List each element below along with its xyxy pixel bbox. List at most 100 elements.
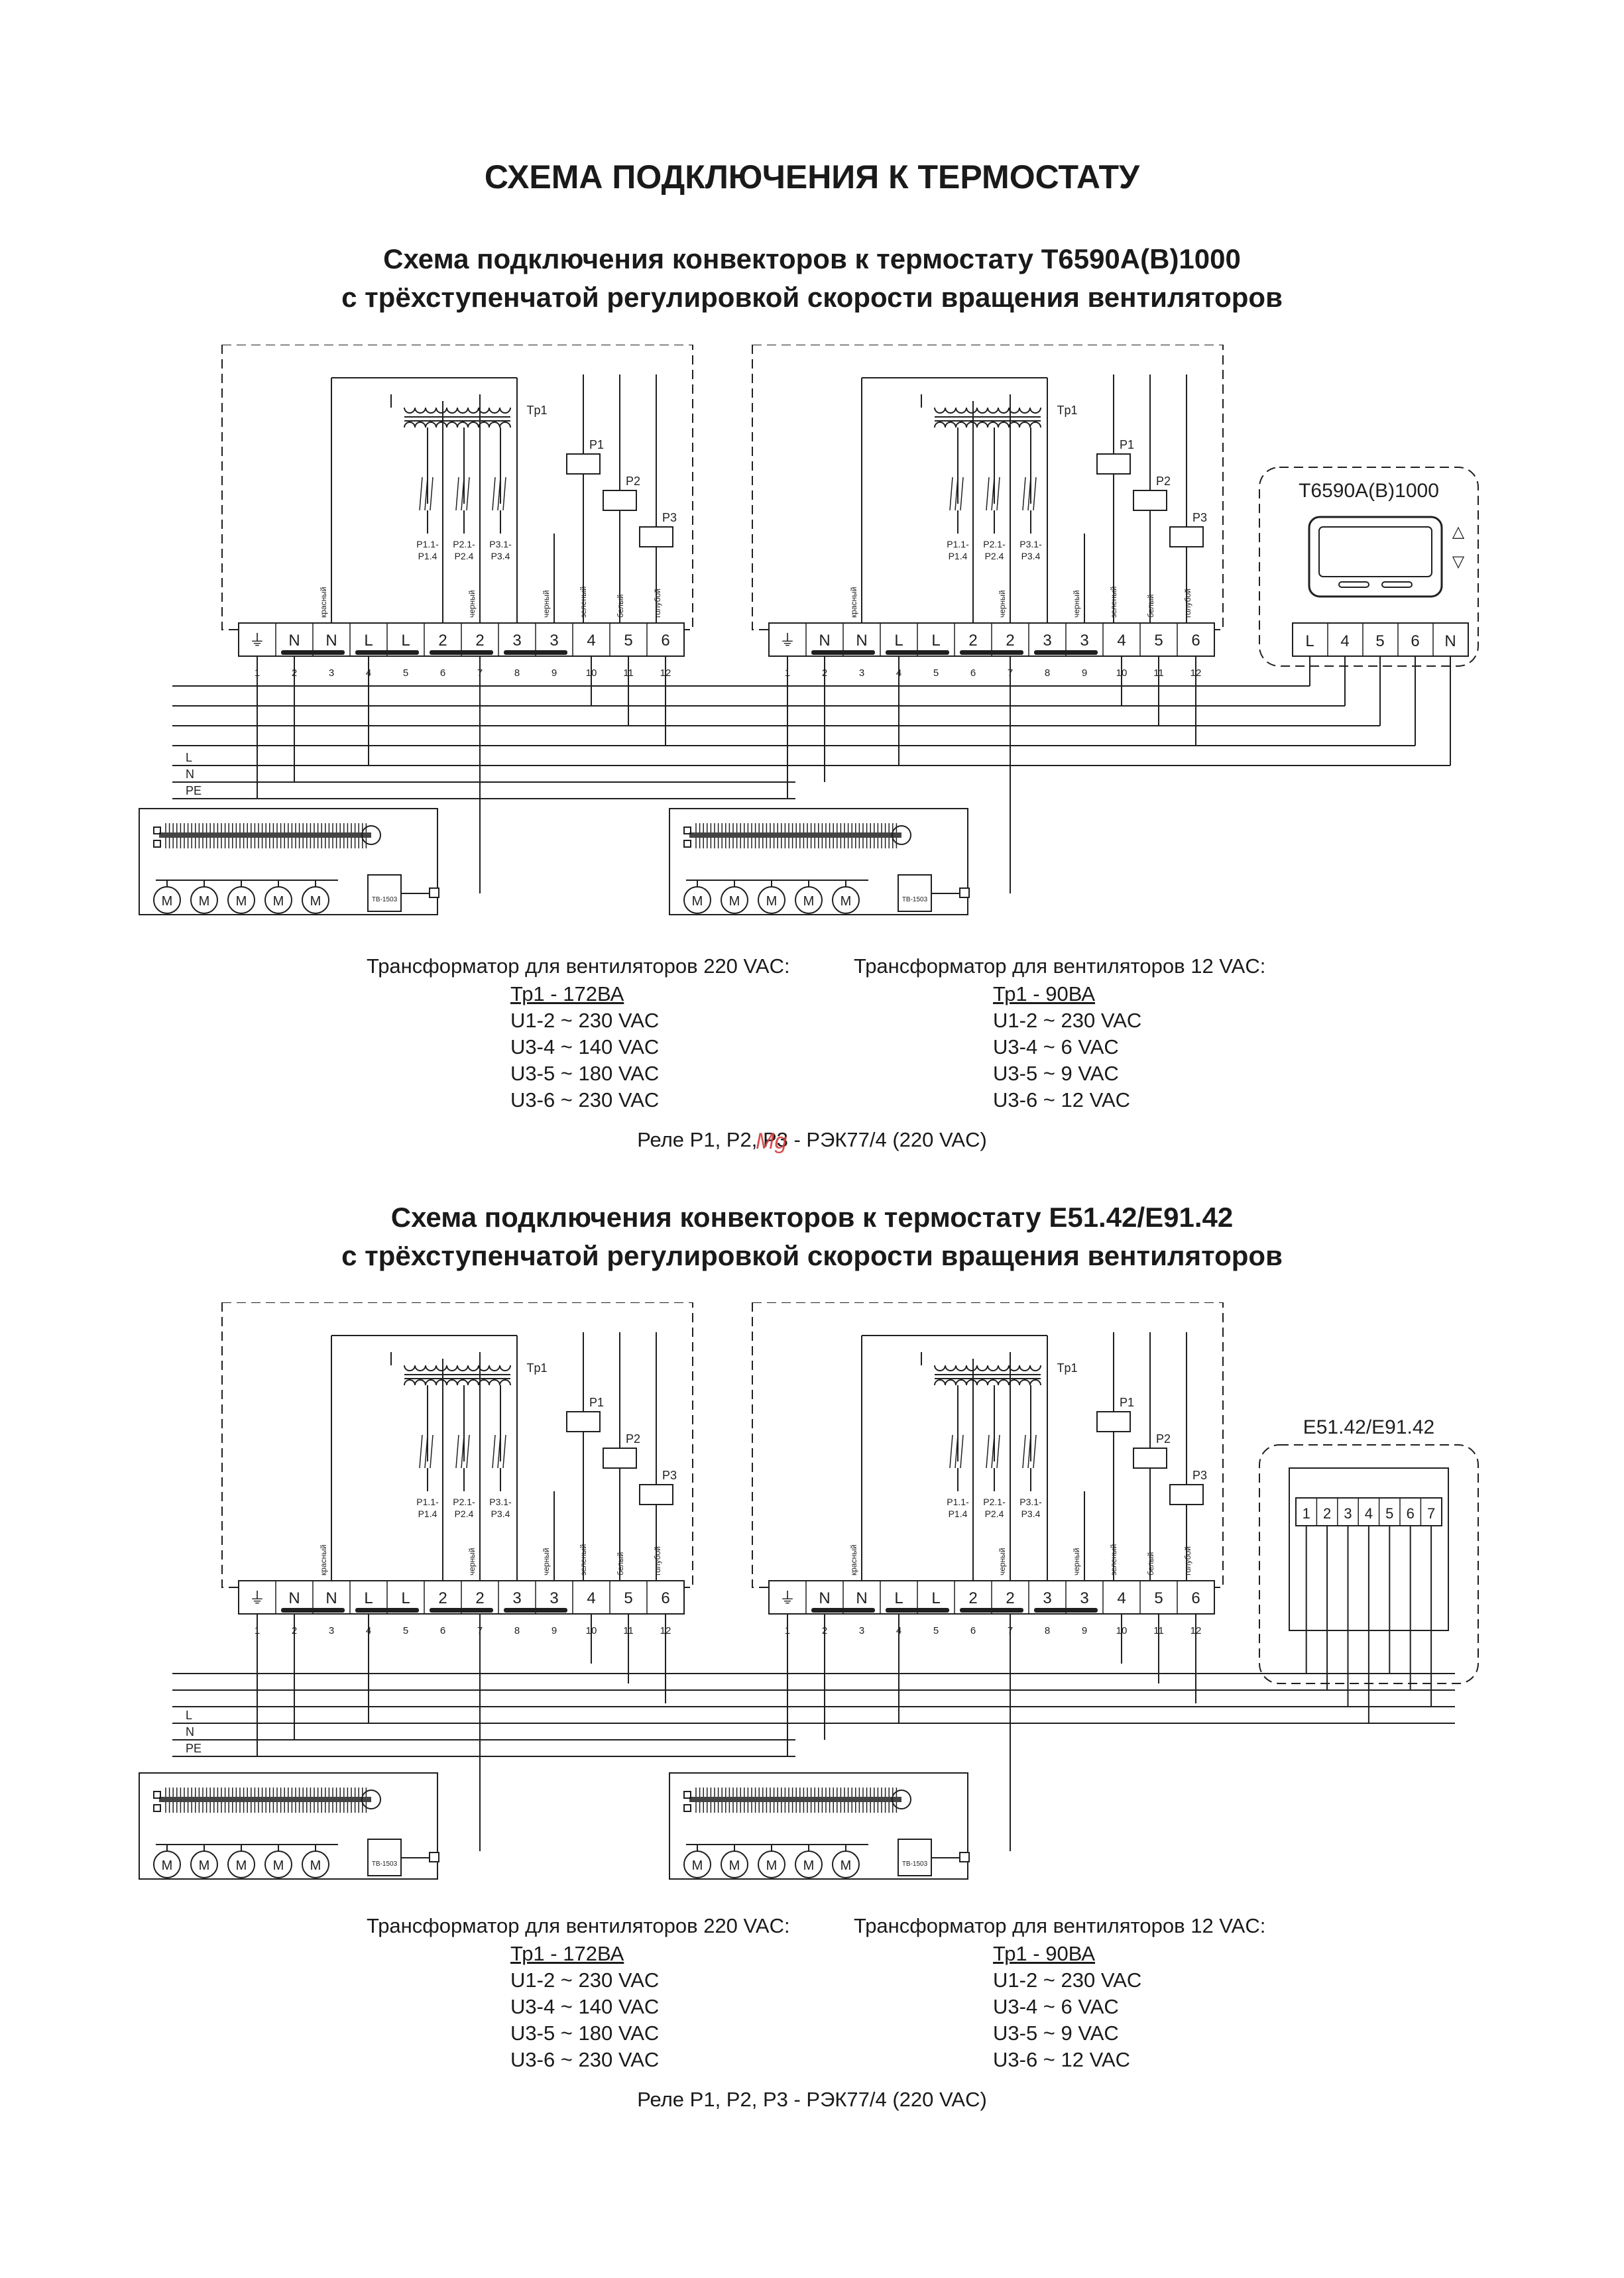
transformer-coil	[955, 422, 967, 428]
relay-contact	[424, 1434, 428, 1469]
contact-label: P2.4	[455, 551, 474, 561]
terminal-label: N	[819, 632, 830, 650]
transformer-12-heading: Трансформатор для вентиляторов 12 VAC:	[854, 1914, 1266, 1937]
transformer-coil	[499, 1365, 511, 1371]
relay-contact	[996, 1434, 1000, 1469]
transformer-coil	[414, 422, 426, 428]
transformer-coil	[1019, 422, 1031, 428]
thermostat-display	[1308, 516, 1443, 598]
thermostat-terminal-label: 4	[1340, 632, 1349, 650]
wiring-diagram-2: ⏚1N2N3L4L526273839410511612Tp1P1.1-P1.4P…	[139, 1302, 1479, 1880]
motor-symbol: M	[841, 1858, 852, 1873]
transformer-coil	[435, 1379, 447, 1386]
terminal-jumper	[355, 650, 419, 655]
terminal-label: N	[819, 1589, 830, 1607]
terminal-number: 5	[403, 1625, 408, 1636]
contact-label: P3.4	[491, 551, 510, 561]
terminal-label: 2	[968, 1589, 977, 1607]
contact-label: P2.1-	[453, 539, 475, 549]
relay-contact	[986, 1434, 990, 1469]
transformer-coil	[446, 422, 458, 428]
relay-label: P3	[662, 1469, 677, 1482]
relay-contact	[1027, 1434, 1031, 1469]
terminal-jumper	[886, 650, 949, 655]
thermostat-terminal-label: 4	[1365, 1505, 1373, 1522]
transformer-coil	[404, 1365, 416, 1371]
pipe-bend	[892, 825, 911, 845]
connector-box	[959, 887, 970, 898]
transformer-12-line: U1-2 ~ 230 VAC	[993, 1968, 1142, 1992]
contact-label: P3.4	[491, 1509, 510, 1519]
pipe-port	[153, 1791, 161, 1799]
contact-label: P2.1-	[983, 539, 1006, 549]
terminal-number: 6	[970, 1625, 976, 1636]
relay-contact	[461, 1434, 465, 1469]
terminal-label: N	[288, 632, 300, 650]
transformer-coil	[446, 407, 458, 414]
controller-label: TB-1503	[902, 896, 928, 903]
terminal-number: 3	[859, 667, 864, 679]
terminal-number: 8	[1045, 1625, 1050, 1636]
transformer-coil	[966, 422, 978, 428]
transformer-coil	[934, 1379, 946, 1386]
convector-unit	[669, 808, 968, 915]
section-2-title: Схема подключения конвекторов к термоста…	[0, 1198, 1624, 1275]
fan-motor	[832, 886, 860, 914]
thermostat-terminal-label: 6	[1411, 632, 1419, 650]
relay-coil	[603, 490, 637, 511]
relay-contact	[955, 1434, 958, 1469]
terminal-label: 2	[968, 632, 977, 650]
terminal-jumper	[504, 1608, 567, 1613]
transformer-220-line: Тр1 - 172ВА	[510, 1942, 624, 1965]
pipe-bend	[892, 1790, 911, 1809]
terminal-label: 6	[1191, 632, 1200, 650]
terminal-number: 6	[440, 667, 445, 679]
transformer-12-line: Тр1 - 90ВА	[993, 1942, 1096, 1965]
motor-symbol: M	[162, 894, 173, 909]
pipe-port	[683, 840, 691, 848]
transformer-coil	[987, 407, 999, 414]
controller-label: TB-1503	[372, 896, 398, 903]
relay-contact	[502, 1434, 506, 1469]
terminal-number: 6	[440, 1625, 445, 1636]
pipe-port	[683, 1804, 691, 1812]
wire-color-label: черный	[542, 590, 551, 618]
motor-symbol: M	[199, 1858, 210, 1873]
terminal-label: ⏚	[249, 632, 265, 650]
relay-contact	[492, 477, 496, 511]
convector-unit	[139, 1772, 438, 1880]
supply-bus-label: PE	[186, 784, 202, 797]
terminal-label: 3	[1043, 632, 1051, 650]
transformer-coil	[404, 422, 416, 428]
terminal-jumper	[355, 1608, 419, 1613]
contact-label: P2.4	[985, 1509, 1004, 1519]
terminal-number: 9	[551, 667, 557, 679]
heat-exchanger-pipe	[689, 1797, 901, 1802]
transformer-coil	[404, 407, 416, 414]
page-title: СХЕМА ПОДКЛЮЧЕНИЯ К ТЕРМОСТАТУ	[484, 158, 1140, 196]
terminal-jumper	[1034, 1608, 1098, 1613]
terminal-label: 2	[438, 1589, 447, 1607]
relay-label: P1	[1120, 438, 1134, 451]
relay-contact	[430, 477, 434, 511]
transformer-coil	[457, 422, 469, 428]
terminal-jumper	[960, 1608, 1023, 1613]
relay-contact	[497, 1434, 501, 1469]
relay-contact	[1022, 477, 1026, 511]
thermostat-terminal-label: 1	[1303, 1505, 1310, 1522]
wire-color-label: красный	[319, 587, 328, 618]
transformer-12-line: U1-2 ~ 230 VAC	[993, 1009, 1142, 1032]
transformer-label: Tp1	[526, 1361, 547, 1375]
transformer-220-line: U1-2 ~ 230 VAC	[510, 1968, 660, 1992]
relay-contact	[949, 477, 953, 511]
wire-color-label: белый	[616, 1552, 625, 1575]
motor-symbol: M	[766, 1858, 778, 1873]
wire-color-label: черный	[998, 1548, 1007, 1575]
terminal-number: 3	[859, 1625, 864, 1636]
motor-symbol: M	[803, 1858, 815, 1873]
terminal-label: N	[325, 1589, 337, 1607]
transformer-coil	[489, 1365, 500, 1371]
relay-label: P3	[1192, 511, 1207, 524]
supply-bus-label: L	[186, 1709, 192, 1722]
transformer-220-heading: Трансформатор для вентиляторов 220 VAC:	[367, 954, 790, 978]
